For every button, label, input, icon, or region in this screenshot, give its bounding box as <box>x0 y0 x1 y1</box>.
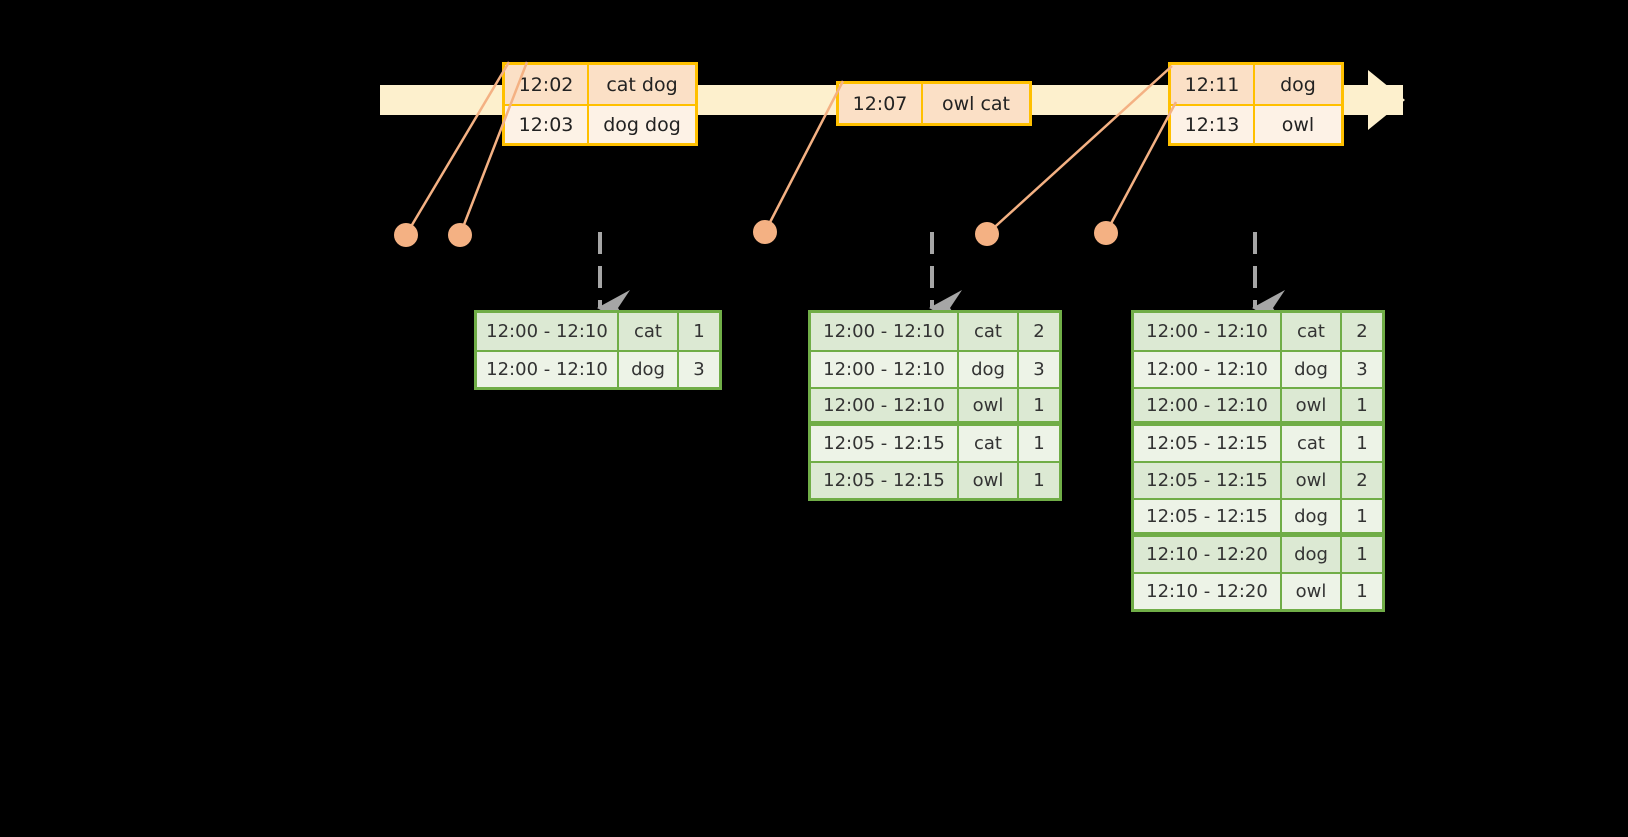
window-cell: 12:00 - 12:10 <box>1134 352 1282 387</box>
event-words: cat dog <box>606 73 678 96</box>
word-cell: owl <box>1282 463 1342 498</box>
word-cell: dog <box>1282 352 1342 387</box>
event-row: 12:11 dog <box>1171 65 1341 104</box>
event-time: 12:11 <box>1171 65 1255 104</box>
count-cell: 2 <box>1033 321 1045 342</box>
event-words: dog dog <box>603 113 681 136</box>
word-cell: cat <box>1282 426 1342 461</box>
word-cell: dog <box>619 352 679 387</box>
window-cell: 12:05 - 12:15 <box>811 426 959 461</box>
event-row: 12:07 owl cat <box>839 84 1029 123</box>
window-cell: 12:00 - 12:10 <box>811 352 959 387</box>
window-cell: 12:05 - 12:15 <box>1134 500 1282 532</box>
connector-dot <box>975 222 999 246</box>
window-cell: 12:10 - 12:20 <box>1134 537 1282 572</box>
window-cell: 12:00 - 12:10 <box>477 352 619 387</box>
event-row: 12:03 dog dog <box>505 104 695 143</box>
count-cell: 1 <box>693 321 705 342</box>
count-cell: 3 <box>1356 359 1368 380</box>
event-row: 12:13 owl <box>1171 104 1341 143</box>
window-cell: 12:00 - 12:10 <box>1134 313 1282 350</box>
word-cell: cat <box>959 313 1019 350</box>
window-cell: 12:00 - 12:10 <box>811 389 959 421</box>
window-cell: 12:00 - 12:10 <box>811 313 959 350</box>
word-cell: cat <box>1282 313 1342 350</box>
word-cell: cat <box>619 313 679 350</box>
word-cell: dog <box>1282 500 1342 532</box>
event-words: owl cat <box>941 92 1011 115</box>
connector-dot <box>1094 221 1118 245</box>
window-cell: 12:05 - 12:15 <box>1134 463 1282 498</box>
window-cell: 12:05 - 12:15 <box>811 463 959 498</box>
count-cell: 2 <box>1356 321 1368 342</box>
count-cell: 1 <box>1356 394 1368 416</box>
window-cell: 12:00 - 12:10 <box>1134 389 1282 421</box>
leader-dots <box>394 220 1118 247</box>
event-time: 12:03 <box>505 106 589 143</box>
word-cell: owl <box>1282 389 1342 421</box>
word-cell: dog <box>1282 537 1342 572</box>
event-words: owl <box>1281 113 1315 136</box>
word-cell: owl <box>1282 574 1342 609</box>
connector-dot <box>394 223 418 247</box>
word-cell: dog <box>959 352 1019 387</box>
connector-line <box>1104 101 1178 234</box>
event-group-2: 12:07 owl cat <box>836 81 1032 126</box>
word-cell: owl <box>959 389 1019 421</box>
count-cell: 1 <box>1033 433 1045 454</box>
count-cell: 1 <box>1356 544 1368 565</box>
count-cell: 2 <box>1356 470 1368 491</box>
window-cell: 12:00 - 12:10 <box>477 313 619 350</box>
word-cell: owl <box>959 463 1019 498</box>
event-group-1: 12:02 cat dog 12:03 dog dog <box>502 62 698 146</box>
window-cell: 12:05 - 12:15 <box>1134 426 1282 461</box>
word-cell: cat <box>959 426 1019 461</box>
event-group-3: 12:11 dog 12:13 owl <box>1168 62 1344 146</box>
count-cell: 1 <box>1033 470 1045 491</box>
event-words: dog <box>1280 73 1316 96</box>
window-cell: 12:10 - 12:20 <box>1134 574 1282 609</box>
count-cell: 1 <box>1356 433 1368 454</box>
connector-dot <box>753 220 777 244</box>
count-cell: 1 <box>1356 581 1368 602</box>
event-time: 12:13 <box>1171 106 1255 143</box>
event-time: 12:07 <box>839 84 923 123</box>
event-time: 12:02 <box>505 65 589 104</box>
count-cell: 3 <box>693 359 705 380</box>
timeline-arrowhead-icon <box>1368 70 1405 130</box>
dashed-arrows <box>597 232 1285 326</box>
count-cell: 1 <box>1033 394 1045 416</box>
count-cell: 3 <box>1033 359 1045 380</box>
event-row: 12:02 cat dog <box>505 65 695 104</box>
count-cell: 1 <box>1356 505 1368 527</box>
connector-dot <box>448 223 472 247</box>
